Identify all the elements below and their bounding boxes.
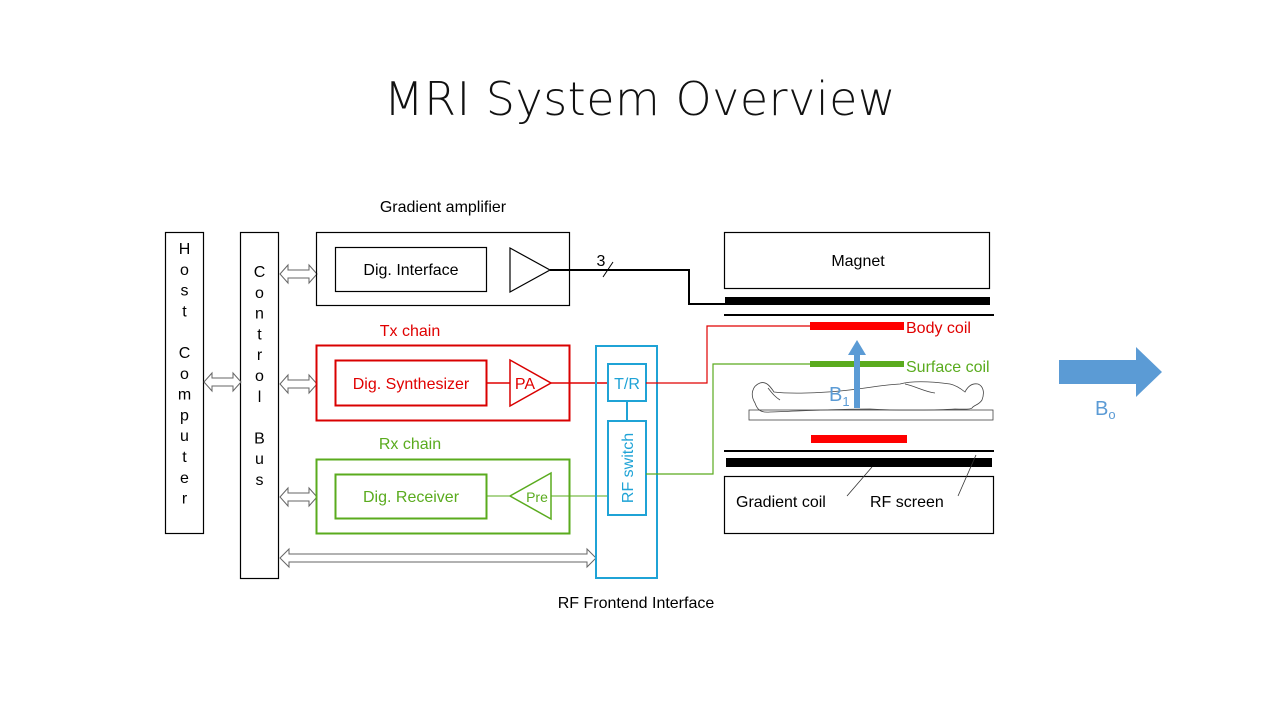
magnet-bottom-box: [723, 475, 995, 535]
host-computer-letter: t: [182, 449, 187, 466]
gradient-coil-pointer: [846, 466, 873, 497]
preamp-label: Pre: [526, 489, 548, 505]
patient-icon: [748, 381, 994, 421]
control-bus-box: [239, 231, 280, 580]
host-computer-letter: o: [180, 262, 189, 279]
host-computer-letter: m: [178, 387, 191, 404]
gradient-coil-bottom: [726, 458, 992, 467]
rf-screen-label: RF screen: [870, 494, 944, 511]
host-computer-letter: e: [180, 470, 189, 487]
magnet-label: Magnet: [831, 253, 885, 270]
host-computer-box: [164, 231, 205, 535]
rf-frontend-label: RF Frontend Interface: [558, 595, 715, 612]
dig-interface-label: Dig. Interface: [363, 262, 458, 279]
host-computer-letter: t: [182, 303, 187, 320]
host-bus-arrow: [203, 371, 242, 393]
tx-chain-label: Tx chain: [380, 323, 440, 340]
dig-synthesizer-label: Dig. Synthesizer: [353, 376, 470, 393]
tr-label: T/R: [614, 376, 640, 393]
control-bus-letter: r: [257, 347, 263, 364]
control-bus-letter: t: [257, 326, 262, 343]
host-computer-letter: o: [180, 366, 189, 383]
host-computer-letter: u: [180, 428, 189, 445]
b0-label: Bo: [1095, 398, 1116, 422]
control-bus-letter: B: [254, 430, 265, 447]
switch-surface-coil-line: [646, 363, 810, 475]
bus-width-label: 3: [597, 253, 606, 270]
pa-triangle-icon: [509, 358, 553, 408]
control-bus-letter: o: [255, 368, 264, 385]
b1-subscript: 1: [842, 394, 849, 409]
bus-rx-arrow: [279, 486, 318, 508]
control-bus-letter: o: [255, 285, 264, 302]
body-coil-top: [810, 322, 904, 330]
magnet-box: [723, 231, 991, 290]
host-computer-letter: r: [182, 491, 188, 508]
gradient-coil-top: [725, 297, 990, 305]
control-bus-letter: u: [255, 451, 264, 468]
host-computer-letter: s: [181, 283, 189, 300]
dig-receiver-box: [334, 473, 488, 520]
control-bus-letter: n: [255, 306, 264, 323]
bus-gradient-arrow: [279, 263, 318, 285]
dig-receiver-label: Dig. Receiver: [363, 489, 460, 506]
b1-symbol: B: [829, 384, 842, 406]
bus-rf-frontend-arrow: [279, 547, 597, 569]
b0-subscript: o: [1108, 407, 1115, 422]
control-bus-letter: l: [258, 389, 262, 406]
pa-label: PA: [515, 376, 535, 393]
dig-synthesizer-box: [334, 359, 488, 407]
gradient-amplifier-label: Gradient amplifier: [380, 199, 507, 216]
b0-symbol: B: [1095, 398, 1108, 420]
host-computer-letter: C: [179, 345, 191, 362]
host-computer-letter: H: [179, 241, 191, 258]
bus-width-slash-icon: [602, 261, 614, 278]
b1-label: B1: [829, 384, 850, 409]
host-computer-letter: p: [180, 407, 189, 424]
rf-switch-label: RF switch: [620, 433, 637, 503]
body-coil-label: Body coil: [906, 320, 971, 337]
gradient-amp-triangle-icon: [509, 246, 552, 294]
bus-tx-arrow: [279, 373, 318, 395]
rf-frontend-box: [595, 345, 658, 579]
slide-title: MRI System Overview: [383, 72, 897, 126]
gradient-coil-label: Gradient coil: [736, 494, 826, 511]
control-bus-letter: C: [254, 264, 266, 281]
control-bus-letter: s: [256, 472, 264, 489]
gradient-output-line: [550, 269, 725, 305]
b0-arrow-icon: [1059, 347, 1162, 397]
b1-arrow-icon: [848, 340, 866, 408]
rf-screen-pointer: [957, 454, 977, 497]
rx-chain-label: Rx chain: [379, 436, 441, 453]
rf-switch-box: [607, 420, 647, 516]
tr-body-coil-line: [646, 325, 810, 384]
surface-coil-label: Surface coil: [906, 359, 990, 376]
body-coil-bottom: [811, 435, 907, 443]
dig-interface-box: [334, 246, 488, 293]
